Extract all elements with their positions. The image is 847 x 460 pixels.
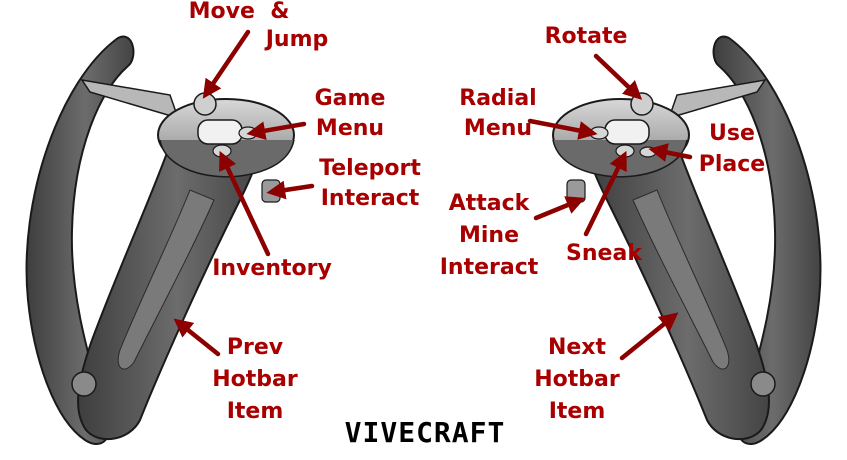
left-thumb-button — [71, 371, 97, 397]
label-next-hotbar-line1: Next — [547, 335, 607, 360]
arrow-next-hotbar — [619, 312, 679, 361]
label-prev-hotbar-line3: Item — [226, 399, 284, 424]
left-controller — [25, 35, 295, 445]
label-prev-hotbar-line2: Hotbar — [212, 367, 298, 392]
right-joystick — [630, 92, 654, 116]
label-attack-line3: Interact — [439, 255, 539, 280]
arrow-radial-menu — [527, 118, 598, 140]
label-teleport-line1: Teleport — [319, 156, 421, 181]
label-next-hotbar: Next Hotbar Item — [522, 332, 632, 428]
label-inventory: Inventory — [202, 253, 342, 285]
label-prev-hotbar-line1: Prev — [226, 335, 284, 360]
label-rotate-line1: Rotate — [544, 24, 628, 49]
label-sneak: Sneak — [556, 238, 652, 270]
label-game-menu-line1: Game — [314, 86, 386, 111]
arrow-prev-hotbar — [173, 318, 221, 357]
label-sneak-line1: Sneak — [566, 241, 642, 266]
label-move-jump-line2: Jump — [265, 27, 329, 52]
right-trigger — [566, 179, 586, 203]
left-joystick — [193, 92, 217, 116]
label-inventory-line1: Inventory — [212, 256, 332, 281]
label-use-place-line2: Place — [698, 152, 766, 177]
label-radial-menu-line2: Menu — [463, 116, 533, 141]
label-move-jump-line1: Move & — [188, 0, 290, 24]
label-attack-line1: Attack — [448, 191, 530, 216]
arrow-inventory — [219, 150, 271, 257]
arrow-move-jump — [202, 29, 251, 99]
arrow-attack — [533, 196, 586, 221]
label-use-place: Use Place — [690, 118, 774, 180]
label-move-jump: Move & — [180, 0, 298, 28]
label-attack-line2: Mine — [458, 223, 520, 248]
right-thumb-button — [750, 371, 776, 397]
label-rotate: Rotate — [536, 21, 636, 53]
arrow-game-menu — [246, 121, 307, 141]
label-teleport: Teleport Interact — [310, 154, 430, 214]
label-radial-menu-line1: Radial — [459, 86, 537, 111]
label-game-menu-line2: Menu — [315, 116, 385, 141]
label-move-jump-2: Jump — [252, 24, 342, 56]
label-use-place-line1: Use — [709, 121, 755, 146]
label-attack: Attack Mine Interact — [428, 188, 550, 284]
left-touchpad — [197, 119, 243, 145]
arrow-sneak — [583, 150, 627, 237]
left-handle-panel — [117, 189, 215, 370]
label-prev-hotbar: Prev Hotbar Item — [200, 332, 310, 428]
label-next-hotbar-line3: Item — [548, 399, 606, 424]
label-game-menu: Game Menu — [302, 84, 398, 144]
arrow-teleport — [266, 180, 315, 200]
right-handle-panel — [632, 189, 730, 370]
arrow-rotate — [593, 53, 643, 100]
label-radial-menu: Radial Menu — [448, 84, 548, 144]
vivecraft-logo: VIVECRAFT — [344, 416, 506, 449]
label-teleport-line2: Interact — [320, 186, 420, 211]
right-touchpad — [604, 119, 650, 145]
label-next-hotbar-line2: Hotbar — [534, 367, 620, 392]
right-controller — [552, 35, 822, 445]
arrow-use-place — [648, 143, 693, 162]
